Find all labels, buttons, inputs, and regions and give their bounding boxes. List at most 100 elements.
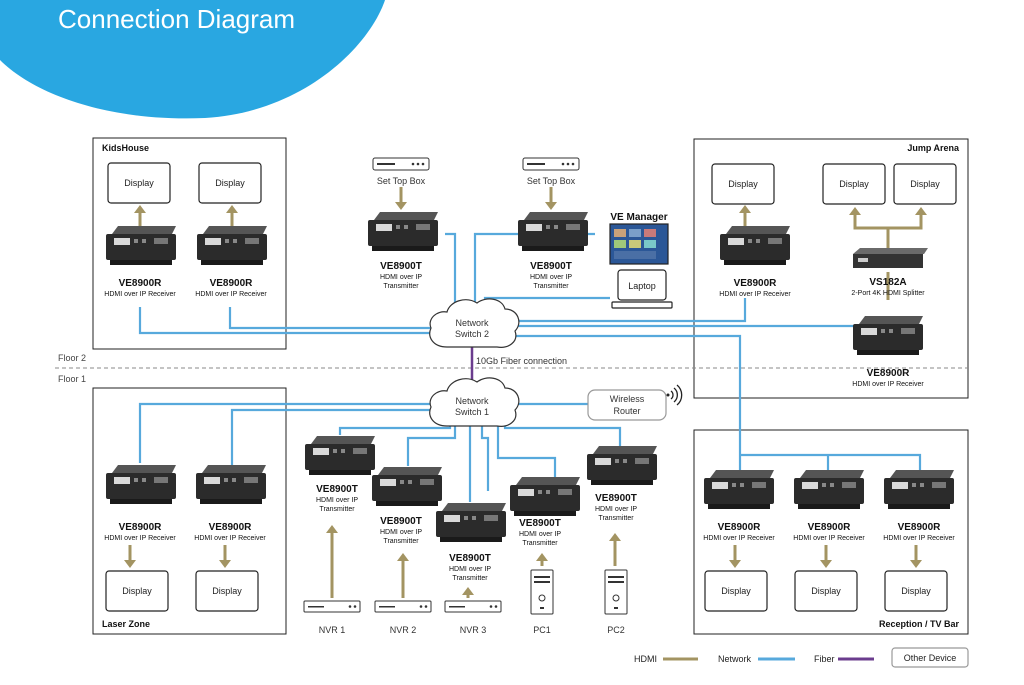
display: Display [107, 162, 171, 204]
legend-network-label: Network [718, 654, 752, 664]
svg-text:Transmitter: Transmitter [533, 283, 569, 290]
receiver-jump-arena-2: VE8900R HDMI over IP Receiver [852, 316, 924, 388]
svg-text:Display: Display [901, 586, 931, 596]
svg-text:2-Port 4K HDMI Splitter: 2-Port 4K HDMI Splitter [851, 290, 925, 297]
hdmi-lines [124, 187, 927, 598]
display: Display [884, 570, 948, 612]
svg-text:NVR 3: NVR 3 [460, 625, 487, 635]
svg-text:Network: Network [455, 396, 489, 406]
svg-text:Display: Display [721, 586, 751, 596]
svg-text:VE8900T: VE8900T [380, 516, 422, 527]
receiver-reception-1: VE8900R HDMI over IP Receiver [703, 470, 775, 542]
transmitter-nvr-3: VE8900T HDMI over IP Transmitter [436, 503, 506, 582]
svg-text:VE8900R: VE8900R [718, 522, 762, 533]
zone-box-laser-zone [92, 387, 287, 635]
hdmi-splitter: VS182A 2-Port 4K HDMI Splitter [851, 248, 928, 297]
display: Display [195, 570, 259, 612]
nvr-1: NVR 1 [303, 600, 361, 635]
display: Display [711, 163, 775, 205]
set-top-box-1: Set Top Box [372, 157, 430, 186]
wifi-icon [666, 384, 683, 406]
svg-text:Switch 1: Switch 1 [455, 407, 489, 417]
laptop: Laptop [611, 269, 673, 309]
svg-text:HDMI over IP Receiver: HDMI over IP Receiver [195, 291, 267, 298]
legend-other-device-label: Other Device [904, 653, 957, 663]
pc-1: PC1 [530, 569, 554, 635]
zone-title-reception: Reception / TV Bar [879, 619, 960, 629]
svg-text:HDMI over IP Receiver: HDMI over IP Receiver [194, 535, 266, 542]
svg-text:Display: Display [811, 586, 841, 596]
svg-text:PC2: PC2 [607, 625, 625, 635]
svg-text:HDMI over IP: HDMI over IP [595, 506, 637, 513]
svg-text:PC1: PC1 [533, 625, 551, 635]
svg-text:VE8900T: VE8900T [380, 261, 422, 272]
legend-other-device-swatch [891, 647, 969, 668]
pc-2: PC2 [604, 569, 628, 635]
svg-text:VE8900R: VE8900R [209, 522, 253, 533]
svg-text:Display: Display [122, 586, 152, 596]
svg-text:VE8900R: VE8900R [808, 522, 852, 533]
nvr-2: NVR 2 [374, 600, 432, 635]
transmitter-stb-2: VE8900T HDMI over IP Transmitter [518, 212, 588, 290]
network-switch-1: Network Switch 1 [429, 377, 520, 427]
svg-text:Transmitter: Transmitter [383, 538, 419, 545]
floor-2-label: Floor 2 [58, 353, 86, 363]
display: Display [704, 570, 768, 612]
svg-text:Router: Router [613, 406, 640, 416]
svg-text:VE8900R: VE8900R [734, 278, 778, 289]
ve-manager-screen [609, 223, 669, 265]
svg-text:Display: Display [215, 178, 245, 188]
svg-text:HDMI over IP Receiver: HDMI over IP Receiver [883, 535, 955, 542]
svg-text:HDMI over IP: HDMI over IP [519, 531, 561, 538]
svg-text:VE8900T: VE8900T [530, 261, 572, 272]
svg-text:VE8900R: VE8900R [898, 522, 942, 533]
ve-manager-label: VE Manager [610, 212, 667, 223]
svg-text:HDMI over IP Receiver: HDMI over IP Receiver [793, 535, 865, 542]
svg-text:Display: Display [124, 178, 154, 188]
svg-text:VE8900R: VE8900R [119, 278, 163, 289]
svg-text:HDMI over IP Receiver: HDMI over IP Receiver [104, 535, 176, 542]
transmitter-nvr-1: VE8900T HDMI over IP Transmitter [305, 436, 375, 513]
svg-text:VE8900T: VE8900T [519, 518, 561, 529]
zone-title-laser-zone: Laser Zone [102, 619, 150, 629]
zone-box-jump-arena [693, 138, 969, 399]
svg-text:VE8900T: VE8900T [595, 493, 637, 504]
receiver-laser-zone-1: VE8900R HDMI over IP Receiver [104, 465, 176, 542]
receiver-jump-arena-1: VE8900R HDMI over IP Receiver [719, 226, 791, 298]
zone-title-jump-arena: Jump Arena [907, 143, 960, 153]
display: Display [893, 163, 957, 205]
svg-text:HDMI over IP Receiver: HDMI over IP Receiver [104, 291, 176, 298]
svg-text:HDMI over IP: HDMI over IP [449, 566, 491, 573]
svg-text:Display: Display [212, 586, 242, 596]
svg-text:VE8900R: VE8900R [210, 278, 254, 289]
svg-text:NVR 1: NVR 1 [319, 625, 346, 635]
zone-box-reception [693, 429, 969, 635]
zone-box-kidshouse [92, 137, 287, 350]
svg-text:NVR 2: NVR 2 [390, 625, 417, 635]
svg-text:VS182A: VS182A [869, 277, 906, 288]
svg-text:Transmitter: Transmitter [522, 540, 558, 547]
set-top-box-2: Set Top Box [522, 157, 580, 186]
svg-text:HDMI over IP: HDMI over IP [380, 274, 422, 281]
svg-text:Wireless: Wireless [610, 394, 645, 404]
fiber-label: 10Gb Fiber connection [476, 356, 567, 366]
transmitter-nvr-2: VE8900T HDMI over IP Transmitter [372, 467, 442, 545]
svg-text:Transmitter: Transmitter [383, 283, 419, 290]
svg-text:HDMI over IP Receiver: HDMI over IP Receiver [719, 291, 791, 298]
display: Display [198, 162, 262, 204]
svg-text:VE8900T: VE8900T [316, 484, 358, 495]
svg-text:Display: Display [839, 179, 869, 189]
legend-hdmi-label: HDMI [634, 654, 657, 664]
header-circle [0, 0, 385, 119]
receiver-reception-3: VE8900R HDMI over IP Receiver [883, 470, 955, 542]
svg-text:VE8900R: VE8900R [867, 368, 911, 379]
display: Display [105, 570, 169, 612]
zone-title-kidshouse: KidsHouse [102, 143, 149, 153]
svg-text:VE8900T: VE8900T [449, 553, 491, 564]
svg-text:HDMI over IP: HDMI over IP [316, 497, 358, 504]
display: Display [794, 570, 858, 612]
wireless-router: Wireless Router [587, 389, 667, 421]
receiver-laser-zone-2: VE8900R HDMI over IP Receiver [194, 465, 266, 542]
transmitter-stb-1: VE8900T HDMI over IP Transmitter [368, 212, 438, 290]
